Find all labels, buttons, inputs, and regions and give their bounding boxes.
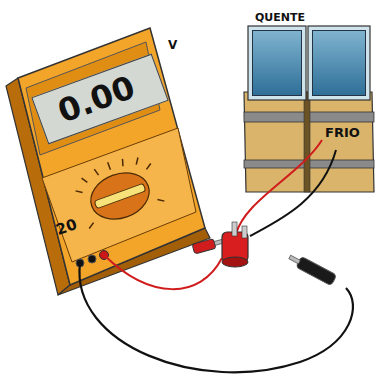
cold-container-frame (308, 26, 370, 100)
connector-pin (232, 222, 237, 236)
dial-tick (134, 158, 140, 165)
red-wire (104, 255, 222, 289)
connector-pin (242, 226, 247, 238)
dial-knob (84, 165, 155, 227)
black-wire (250, 150, 336, 236)
probe-body (296, 256, 337, 285)
node-label: QUENTE (255, 11, 305, 24)
dial-panel (42, 128, 196, 262)
dial-tick (88, 223, 95, 229)
range-dial (70, 148, 165, 230)
unit-symbol: V (168, 38, 177, 52)
probe-tip (289, 255, 301, 264)
dial-tick (108, 162, 111, 170)
dial-tick (82, 177, 88, 184)
hot-container-frame (248, 26, 306, 100)
hot-water-container: QUENTE (252, 30, 302, 96)
probe-body (192, 239, 216, 254)
device-body (244, 92, 374, 192)
red-probe (192, 237, 224, 254)
dial-tick (76, 189, 83, 195)
dial-tick (94, 168, 98, 175)
junction-strip (304, 92, 310, 192)
dial-pointer (94, 183, 146, 208)
input-jack (88, 255, 96, 263)
connector-base (222, 257, 248, 267)
cold-water-container: FRIO (312, 30, 366, 96)
black-wire (79, 263, 353, 372)
dial-tick (157, 197, 164, 203)
meter-face (18, 28, 205, 285)
black-probe (287, 252, 337, 286)
node-label: FRIO (325, 125, 360, 140)
dial-tick (145, 164, 152, 170)
dial-tick (121, 159, 125, 166)
